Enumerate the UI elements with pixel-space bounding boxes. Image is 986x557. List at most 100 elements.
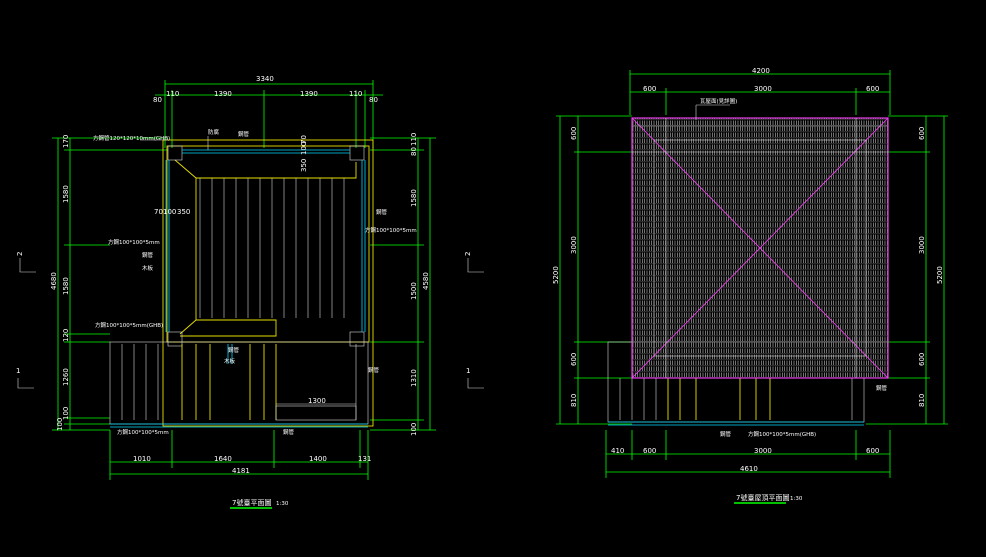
left-top-dimensions: 3340 80 110 1390 1390 110 80 [153, 75, 383, 148]
dim-right-sub-3: 1580 [410, 189, 418, 207]
left-upper-deck-boards [199, 178, 345, 318]
right-dim-right-sub-2: 3000 [918, 236, 926, 254]
note-7: 方鋼100*100*5mm(GHB) [95, 321, 163, 329]
right-note-4: 方鋼100*100*5mm(GHB) [748, 430, 816, 438]
right-dim-bottom-sub-1: 410 [611, 447, 624, 455]
right-note-2: 鋼管 [876, 384, 888, 392]
dim-bottom-sub-1: 1010 [133, 455, 151, 463]
left-building-outline [162, 139, 374, 427]
dim-right-sub-2: 80 [410, 147, 418, 156]
right-dim-left-overall: 5200 [552, 266, 560, 284]
dim-bottom-sub-4: 131 [358, 455, 371, 463]
dim-top-sub-3: 1390 [214, 90, 232, 98]
right-dim-bottom-sub-4: 600 [866, 447, 879, 455]
dim-inner-b: 100 [163, 208, 176, 216]
dim-top-overall: 3340 [256, 75, 274, 83]
dim-right-sub-4: 1500 [410, 282, 418, 300]
right-dim-top-sub-2: 3000 [754, 85, 772, 93]
right-top-dimensions: 4200 600 3000 600 [629, 67, 891, 115]
dim-inner-f: 70 [300, 135, 308, 144]
right-annotations: 瓦屋面(見詳圖) 鋼管 鋼管 方鋼100*100*5mm(GHB) [695, 97, 888, 438]
dim-inner-d: 350 [300, 159, 308, 172]
section-mark-1-left: 1 [16, 367, 20, 375]
right-dim-bottom-overall: 4610 [740, 465, 758, 473]
right-dim-top-sub-3: 600 [866, 85, 879, 93]
note-10: 鋼管 [368, 366, 380, 374]
dim-inner-c: 350 [177, 208, 190, 216]
right-right-dimensions: 5200 600 3000 600 810 [866, 115, 948, 425]
dim-right-sub-6: 100 [410, 423, 418, 436]
note-11: 方鋼100*100*5mm [365, 226, 417, 234]
right-dim-left-sub-2: 3000 [570, 236, 578, 254]
dim-right-sub-5: 1310 [410, 369, 418, 387]
dim-top-sub-6: 80 [369, 96, 378, 104]
dim-right-overall: 4580 [422, 272, 430, 290]
note-14: 鋼管 [283, 428, 295, 436]
dim-bottom-inner: 1300 [308, 397, 326, 405]
right-left-dimensions: 5200 600 3000 600 810 [552, 115, 632, 425]
dim-left-sub-4: 120 [62, 329, 70, 342]
dim-inner-e: 100 [300, 142, 308, 155]
left-lower-deck [109, 341, 369, 428]
dim-left-sub-7: 100 [56, 418, 64, 431]
dim-bottom-overall: 4181 [232, 467, 250, 475]
section-mark-1-right: 1 [466, 367, 470, 375]
dim-left-sub-1: 170 [62, 135, 70, 148]
right-dim-top-sub-1: 600 [643, 85, 656, 93]
section-mark-2-right: 2 [464, 252, 472, 256]
right-dim-left-sub-4: 810 [570, 394, 578, 407]
right-dim-left-sub-1: 600 [570, 127, 578, 140]
left-plan-scale: 1:30 [276, 501, 289, 507]
note-9: 木板 [224, 357, 236, 365]
note-2: 防腐 [208, 128, 220, 136]
note-5: 鋼管 [142, 251, 154, 259]
dim-top-sub-1: 80 [153, 96, 162, 104]
right-dim-bottom-sub-2: 600 [643, 447, 656, 455]
left-plan: 3340 80 110 1390 1390 110 80 4680 170 15… [16, 75, 484, 509]
note-12: 鋼管 [376, 208, 388, 216]
right-dim-bottom-sub-3: 3000 [754, 447, 772, 455]
right-dim-left-sub-3: 600 [570, 353, 578, 366]
dim-bottom-sub-3: 1400 [309, 455, 327, 463]
dim-right-sub-1: 110 [410, 133, 418, 146]
right-dim-right-sub-1: 600 [918, 127, 926, 140]
left-title-block: 7號臺平面圖 1:30 [230, 498, 289, 509]
right-dim-right-sub-4: 810 [918, 394, 926, 407]
right-plan: 4200 600 3000 600 5200 600 3000 600 810 [552, 67, 948, 504]
left-left-dimensions: 4680 170 1580 1580 120 1260 100 100 [50, 135, 168, 431]
right-dim-top-overall: 4200 [752, 67, 770, 75]
right-note-3: 鋼管 [720, 430, 732, 438]
dim-left-overall: 4680 [50, 272, 58, 290]
dim-top-sub-4: 1390 [300, 90, 318, 98]
right-title-block: 7號臺屋頂平面圖 1:30 [734, 493, 803, 504]
dim-top-sub-5: 110 [349, 90, 362, 98]
left-inner-dimensions: 70 100 350 350 100 70 [154, 135, 308, 216]
right-plan-scale: 1:30 [790, 496, 803, 502]
right-note-1: 瓦屋面(見詳圖) [700, 97, 737, 105]
right-dim-right-overall: 5200 [936, 266, 944, 284]
note-4: 方鋼100*100*5mm [108, 238, 160, 246]
left-bottom-dimensions: 4181 1010 1640 1400 131 1300 [109, 397, 371, 480]
note-6: 木板 [142, 264, 154, 272]
note-13: 方鋼100*100*5mm [117, 428, 169, 436]
dim-left-sub-2: 1580 [62, 185, 70, 203]
dim-left-sub-5: 1260 [62, 368, 70, 386]
left-right-dimensions: 4580 110 80 1580 1500 1310 100 [370, 133, 436, 436]
right-bottom-dimensions: 4610 410 600 3000 600 [605, 430, 891, 478]
dim-left-sub-6: 100 [62, 407, 70, 420]
note-8: 鋼管 [228, 346, 240, 354]
dim-left-sub-3: 1580 [62, 277, 70, 295]
right-plan-title: 7號臺屋頂平面圖 [736, 493, 789, 502]
left-annotations: 方鋼管120*120*10mm(GHB) 防腐 鋼管 方鋼100*100*5mm… [93, 128, 417, 436]
left-plan-title: 7號臺平面圖 [232, 498, 271, 507]
section-mark-2-left: 2 [16, 252, 24, 256]
note-1: 方鋼管120*120*10mm(GHB) [93, 134, 170, 142]
note-3: 鋼管 [238, 130, 250, 138]
roof-plan [631, 117, 889, 379]
right-dim-right-sub-3: 600 [918, 353, 926, 366]
dim-top-sub-2: 110 [166, 90, 179, 98]
left-section-markers: 2 2 1 1 [16, 252, 484, 389]
dim-bottom-sub-2: 1640 [214, 455, 232, 463]
dim-inner-a: 70 [154, 208, 163, 216]
